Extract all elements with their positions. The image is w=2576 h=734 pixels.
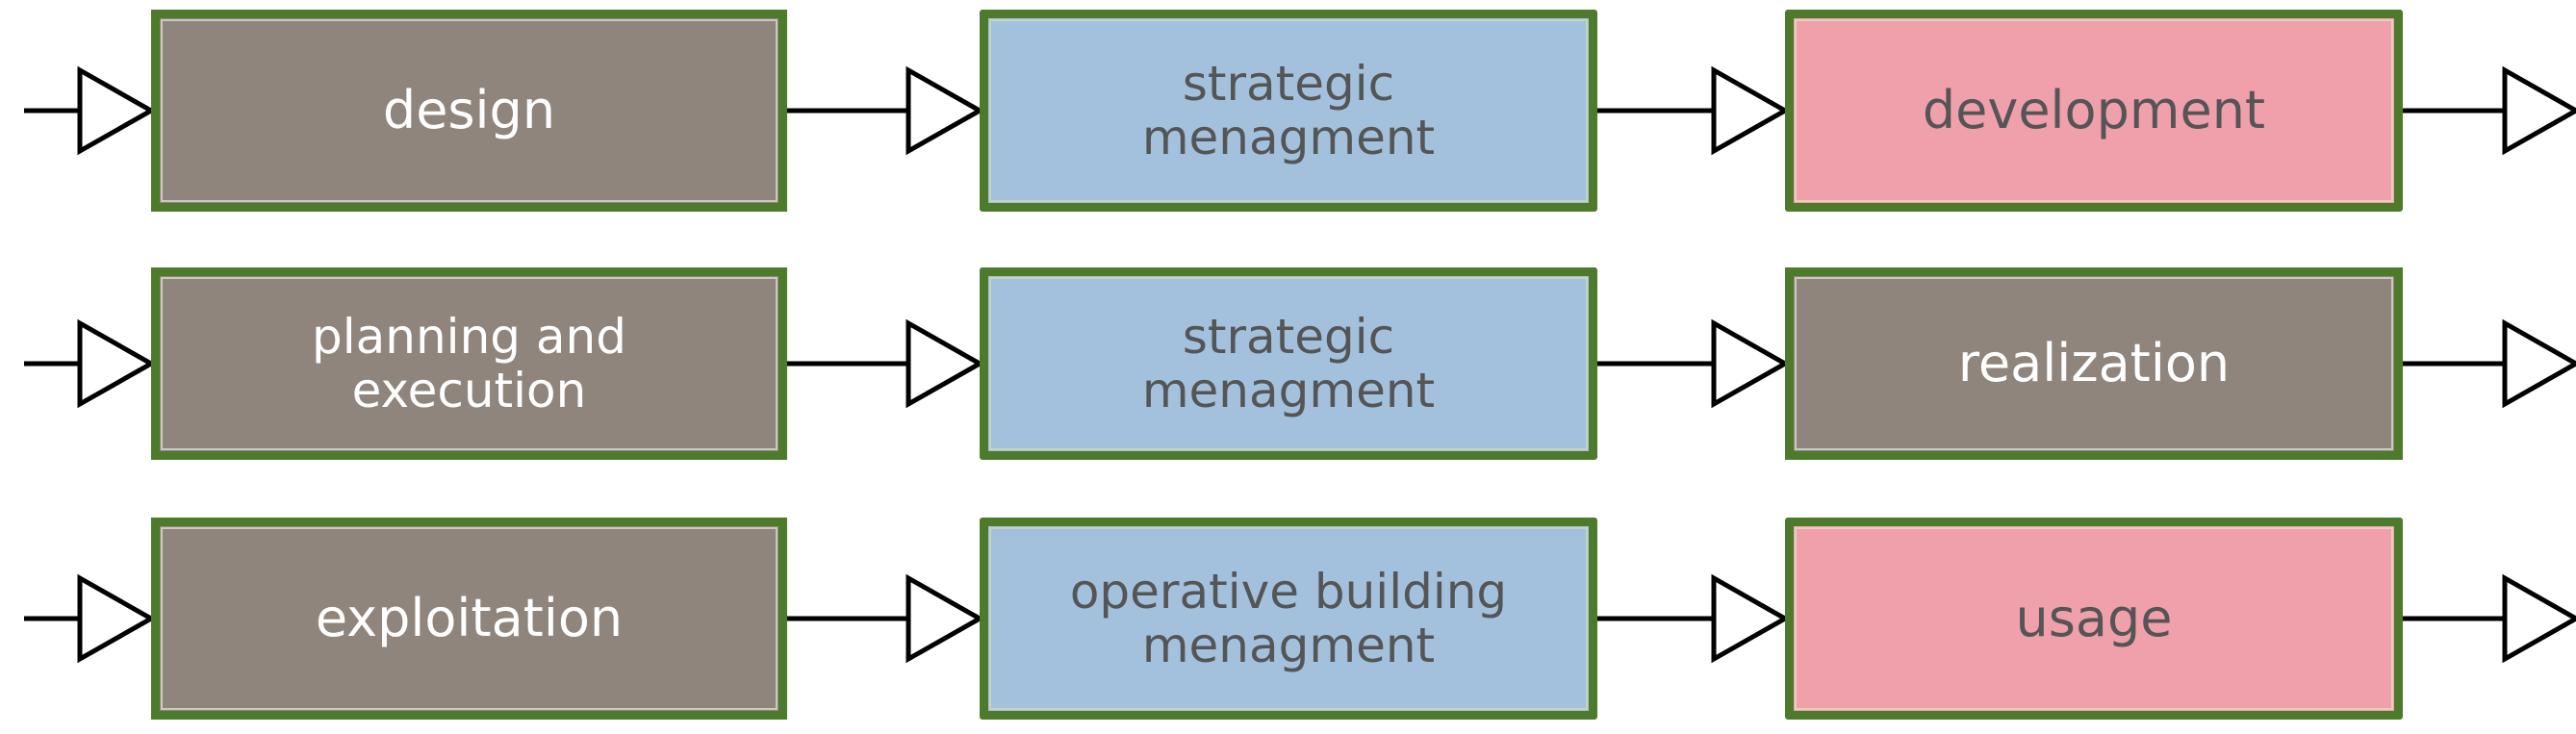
arrow-connector-2-outbound	[2401, 306, 2576, 421]
process-node-exploitation[interactable]: exploitation	[151, 518, 787, 720]
arrowhead-icon	[1711, 573, 1791, 664]
arrowhead-icon	[905, 318, 985, 409]
arrowhead-icon	[77, 318, 157, 409]
process-node-planning-and-execution[interactable]: planning and execution	[151, 267, 787, 460]
arrowhead-icon	[905, 573, 985, 664]
process-node-label: planning and execution	[312, 309, 626, 418]
arrowhead-icon	[2502, 318, 2576, 409]
process-node-strategic-menagment-1[interactable]: strategic menagment	[980, 10, 1597, 212]
arrow-connector-1-inbound	[22, 53, 157, 168]
arrowhead-icon	[2502, 65, 2576, 156]
process-node-label: development	[1922, 79, 2266, 140]
process-node-label: strategic menagment	[1141, 309, 1436, 418]
arrowhead-icon	[77, 573, 157, 664]
arrowhead-icon	[1711, 318, 1791, 409]
arrowhead-icon	[77, 65, 157, 156]
process-node-development[interactable]: development	[1785, 10, 2403, 212]
process-node-realization[interactable]: realization	[1785, 267, 2403, 460]
arrow-connector-2-inbound	[22, 306, 157, 421]
arrowhead-icon	[2502, 573, 2576, 664]
arrow-connector-1-between-2-3	[1595, 53, 1791, 168]
process-node-strategic-menagment-2[interactable]: strategic menagment	[980, 267, 1597, 460]
process-node-label: design	[382, 79, 556, 140]
process-node-usage[interactable]: usage	[1785, 518, 2403, 720]
arrow-connector-3-inbound	[22, 561, 157, 676]
arrow-connector-1-between-1-2	[785, 53, 985, 168]
arrow-connector-3-outbound	[2401, 561, 2576, 676]
process-node-label: realization	[1957, 332, 2231, 393]
process-node-label: operative building menagment	[1069, 564, 1508, 673]
process-node-design[interactable]: design	[151, 10, 787, 212]
process-node-label: exploitation	[315, 587, 624, 648]
arrow-connector-2-between-2-3	[1595, 306, 1791, 421]
arrow-connector-2-between-1-2	[785, 306, 985, 421]
arrow-connector-3-between-2-3	[1595, 561, 1791, 676]
arrowhead-icon	[1711, 65, 1791, 156]
process-node-label: strategic menagment	[1141, 56, 1436, 165]
arrowhead-icon	[905, 65, 985, 156]
process-node-label: usage	[2015, 587, 2173, 648]
arrow-connector-3-between-1-2	[785, 561, 985, 676]
arrow-connector-1-outbound	[2401, 53, 2576, 168]
process-node-operative-building-menagment[interactable]: operative building menagment	[980, 518, 1597, 720]
